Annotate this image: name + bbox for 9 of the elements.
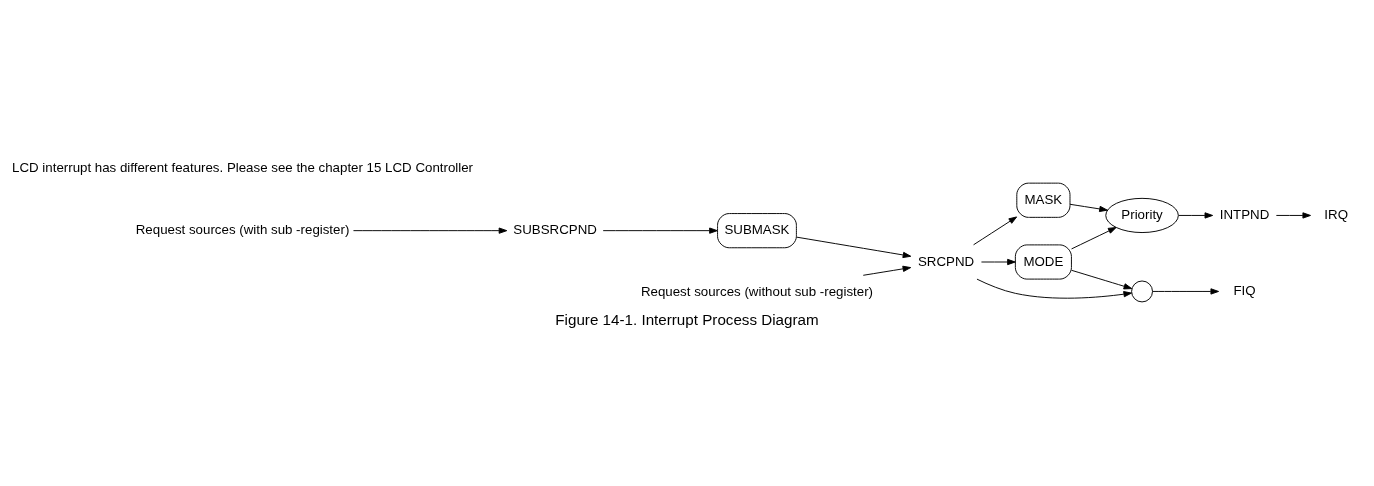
node-text: FIQ — [1233, 282, 1256, 298]
caption: Figure 14-1. Interrupt Process Diagram — [555, 311, 819, 329]
node-text: INTPND — [1219, 206, 1270, 222]
node-text: Request sources (without sub -register) — [640, 283, 873, 299]
node-text: SUBSRCPND — [513, 222, 597, 238]
node-text: Request sources (with sub -register) — [135, 222, 350, 238]
node-text: SRCPND — [917, 253, 975, 269]
node-text: IRQ — [1324, 206, 1348, 222]
label: LCD interrupt has different features. Please see the chapter 15 LCD Controller — [12, 160, 474, 176]
